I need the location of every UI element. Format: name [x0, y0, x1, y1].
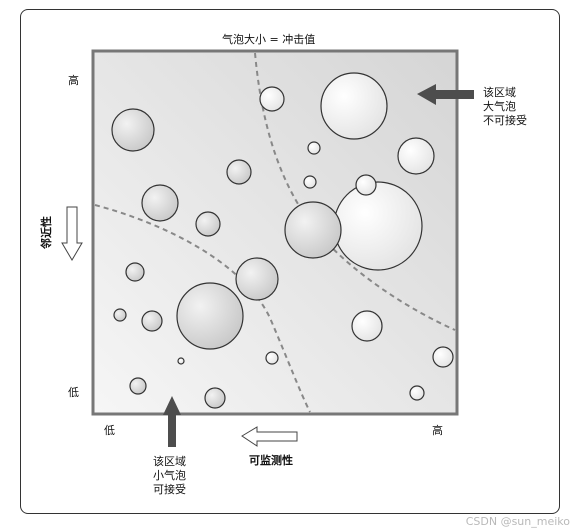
bubble	[409, 385, 425, 401]
x-axis-low-label: 低	[104, 424, 115, 437]
bubble	[333, 181, 423, 271]
bubble	[432, 346, 454, 368]
diagram-title: 气泡大小 = 冲击值	[222, 33, 316, 46]
bubble	[177, 357, 185, 365]
bubble	[129, 377, 147, 395]
watermark: CSDN @sun_meiko	[465, 515, 570, 528]
bubble	[307, 141, 321, 155]
bubble	[226, 159, 252, 185]
bubble	[355, 174, 377, 196]
bubble	[303, 175, 317, 189]
bubble	[195, 211, 221, 237]
up-arrow-icon	[163, 396, 181, 447]
bubble	[284, 201, 342, 259]
bubbles	[111, 72, 454, 409]
down-outline-arrow-icon	[61, 206, 83, 261]
annotation-bottom: 该区域 小气泡 可接受	[153, 455, 186, 497]
annotation-line: 大气泡	[483, 100, 516, 113]
bubble	[141, 184, 179, 222]
y-axis-label: 邻近性	[40, 216, 53, 249]
x-axis-high-label: 高	[432, 424, 443, 437]
annotation-line: 不可接受	[483, 114, 527, 127]
bubble	[125, 262, 145, 282]
y-axis-low-label: 低	[68, 386, 79, 399]
annotation-top-right: 该区域 大气泡 不可接受	[483, 86, 527, 128]
bubble	[204, 387, 226, 409]
bubble	[320, 72, 388, 140]
bubble	[397, 137, 435, 175]
bubble	[259, 86, 285, 112]
annotation-line: 小气泡	[153, 469, 186, 482]
left-arrow-icon	[417, 84, 474, 105]
annotation-line: 该区域	[483, 86, 516, 99]
bubble	[235, 257, 279, 301]
x-axis-label: 可监测性	[249, 454, 293, 467]
bubble	[111, 108, 155, 152]
y-axis-high-label: 高	[68, 74, 79, 87]
bubble	[265, 351, 279, 365]
left-outline-arrow-icon	[241, 426, 298, 447]
bubble	[176, 282, 244, 350]
bubble	[351, 310, 383, 342]
dashed-boundary-lower	[94, 204, 311, 413]
bubble	[141, 310, 163, 332]
annotation-line: 可接受	[153, 483, 186, 496]
dashed-boundary-upper	[254, 52, 456, 331]
annotation-line: 该区域	[153, 455, 186, 468]
bubble	[113, 308, 127, 322]
